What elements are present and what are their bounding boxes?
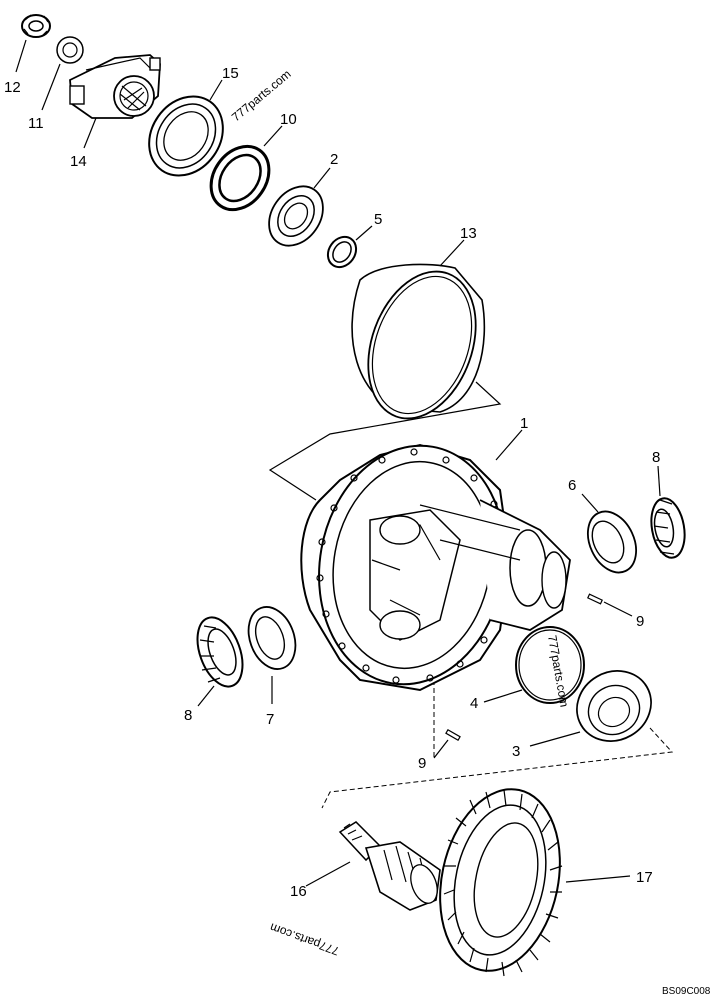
part-9-pin-bottom [445,728,461,742]
callout-13: 13 [460,225,477,242]
part-15-seal [148,95,224,177]
callout-11: 11 [28,115,44,132]
part-17-ring-gear [439,788,563,977]
callout-14: 14 [70,153,87,170]
part-16-pinion-gear [338,821,441,911]
callout-10: 10 [280,111,297,128]
part-11-washer [56,36,84,64]
part-12-nut [21,14,51,38]
callout-labels: 12 11 14 15 10 2 5 13 1 6 8 9 8 7 4 3 9 … [4,65,660,900]
part-8-bearing-cone-right [650,497,686,559]
leader-lines [15,39,661,887]
part-9-pin-right [587,593,603,605]
callout-9-right: 9 [636,613,644,630]
callout-15: 15 [222,65,239,82]
part-14-yoke-flange [69,54,161,119]
callout-9-bottom: 9 [418,755,426,772]
part-4-o-ring [515,626,585,704]
callout-7: 7 [266,711,274,728]
reference-code: BS09C008 [662,986,711,997]
callout-16: 16 [290,883,307,900]
callout-3: 3 [512,743,520,760]
callout-17: 17 [636,869,653,886]
part-1-differential-housing [300,443,571,692]
part-13-cylinder [351,263,486,420]
part-3-bearing [576,670,652,742]
callout-12: 12 [4,79,21,96]
callout-6: 6 [568,477,576,494]
callout-2: 2 [330,151,338,168]
watermark-bottom: 777parts.com [268,920,341,958]
part-6-bearing-cup [587,510,637,574]
part-7-bearing-cup [247,606,297,670]
part-5-small-ring [326,235,358,269]
part-10-seal-ring [209,144,271,212]
callout-4: 4 [470,695,478,712]
part-8-bearing-cone-left [196,616,244,688]
callout-8-right: 8 [652,449,660,466]
callout-5: 5 [374,211,382,228]
callout-8-left: 8 [184,707,192,724]
callout-1: 1 [520,415,528,432]
part-2-bearing [268,185,324,247]
